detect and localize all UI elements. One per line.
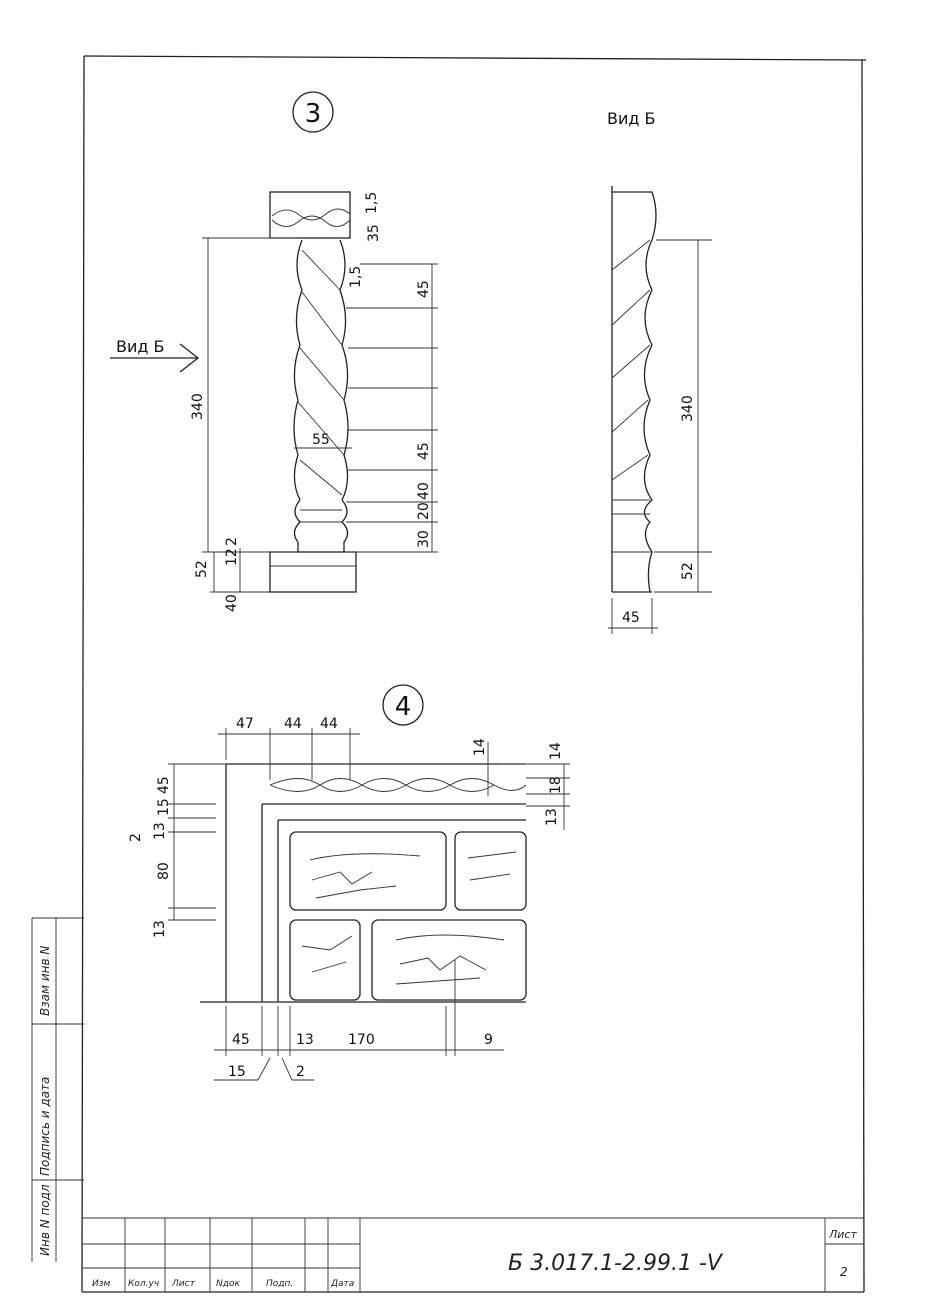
title-cell-3: Лист	[171, 1279, 196, 1289]
dim-170: 170	[348, 1032, 375, 1048]
side-stamp-cell-2: Подпись и дата	[38, 1077, 52, 1176]
dim-2: 2	[224, 537, 240, 546]
dim-9: 9	[484, 1032, 493, 1048]
sheet-frame	[82, 56, 866, 1292]
dim-2-bottom: 2	[296, 1064, 305, 1080]
view-b-arrow: Вид Б	[110, 337, 198, 372]
dim-35: 35	[366, 224, 382, 242]
sheet-number: 2	[840, 1265, 848, 1279]
dim-13-left-b: 13	[152, 920, 168, 938]
dim-340-left: 340	[190, 393, 206, 420]
side-stamp-cell-1: Взам инв N	[38, 946, 52, 1016]
callout-4-marker: 4	[383, 685, 423, 725]
side-stamp: Взам инв N Подпись и дата Инв N подл	[32, 918, 84, 1262]
dim-44-a: 44	[284, 716, 302, 732]
dim-15-bottom: 15	[228, 1064, 246, 1080]
title-cell-1: Изм	[92, 1279, 111, 1289]
dim-2-left: 2	[128, 833, 144, 842]
view-b-dim-45: 45	[622, 610, 640, 626]
dim-1-5-a: 1,5	[364, 192, 380, 214]
dim-45-bottom: 45	[232, 1032, 250, 1048]
dim-40: 40	[224, 594, 240, 612]
dim-45-left: 45	[156, 776, 172, 794]
dim-18: 18	[548, 776, 564, 794]
view-b-dim-340: 340	[680, 395, 696, 422]
side-stamp-cell-3: Инв N подл	[38, 1184, 52, 1256]
svg-text:4: 4	[395, 692, 412, 722]
dim-13-bottom: 13	[296, 1032, 314, 1048]
dim-45-a: 45	[416, 280, 432, 298]
title-cell-5: Подп.	[266, 1279, 293, 1289]
callout-3-dimensions: 340 52 40 12 2 55 1,5 35 1,5 45 45 40 20…	[190, 192, 438, 612]
dim-52: 52	[194, 560, 210, 578]
title-block: Изм Кол.уч Лист Nдок Подп. Дата Б 3.017.…	[82, 1218, 864, 1292]
dim-14-b: 14	[548, 742, 564, 760]
dim-1-5-b: 1,5	[348, 266, 364, 288]
view-b-title: Вид Б	[607, 109, 656, 128]
baluster-front-view	[270, 192, 356, 592]
dim-13-right: 13	[544, 808, 560, 826]
drawing-code: Б 3.017.1-2.99.1 -V	[508, 1251, 724, 1276]
title-cell-6: Дата	[330, 1279, 354, 1289]
dim-40-right: 40	[416, 482, 432, 500]
title-cell-2: Кол.уч	[128, 1279, 159, 1289]
dim-12: 12	[224, 548, 240, 566]
dim-30: 30	[416, 530, 432, 548]
dim-44-b: 44	[320, 716, 338, 732]
view-b-arrow-label: Вид Б	[116, 337, 165, 356]
svg-text:3: 3	[305, 99, 322, 129]
callout-3-marker: 3	[293, 92, 333, 132]
view-b-side-view: Вид Б 340 52 45	[607, 109, 712, 634]
frame-section-drawing	[200, 764, 526, 1002]
view-b-dim-52: 52	[680, 562, 696, 580]
dim-14-a: 14	[472, 738, 488, 756]
dim-47: 47	[236, 716, 254, 732]
sheet-label: Лист	[828, 1228, 857, 1241]
callout-4-dimensions: 47 44 44 45 15 13 2 80 13 14 14 18 13	[128, 716, 570, 1080]
dim-15-left: 15	[156, 798, 172, 816]
dim-55: 55	[312, 432, 330, 448]
dim-20: 20	[416, 502, 432, 520]
dim-80: 80	[156, 862, 172, 880]
title-cell-4: Nдок	[216, 1279, 240, 1289]
dim-45-b: 45	[416, 442, 432, 460]
dim-13-left-a: 13	[152, 822, 168, 840]
